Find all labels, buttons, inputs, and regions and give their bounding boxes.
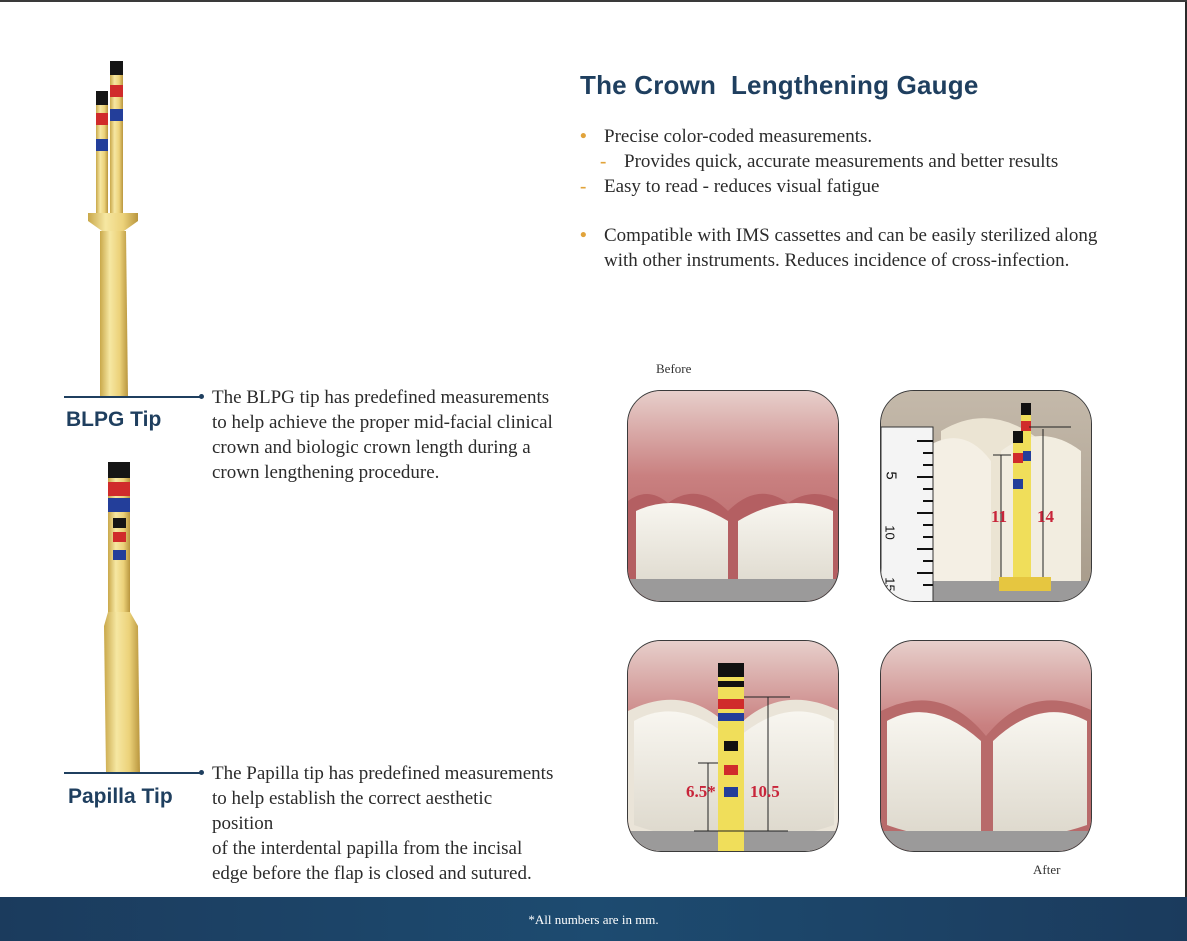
description-line: crown lengthening procedure. [212, 462, 440, 483]
measure-label-14: 14 [1037, 507, 1054, 526]
papilla-measurement-photo: 6.5* 10.5 [627, 640, 839, 852]
footnote: *All numbers are in mm. [528, 912, 659, 927]
feature-item: • Compatible with IMS cassettes and can … [580, 223, 1180, 273]
measure-label-11: 11 [991, 507, 1008, 526]
blpg-tip-label: BLPG Tip [66, 408, 162, 431]
feature-item: - Easy to read - reduces visual fatigue [580, 174, 1180, 199]
page-title: The Crown Lengthening Gauge [580, 70, 979, 100]
papilla-pointer-dot [199, 770, 204, 775]
papilla-pointer-line [64, 772, 202, 774]
ruler-label-10: 10 [882, 525, 898, 540]
feature-text: Precise color-coded measurements. [604, 126, 873, 147]
feature-item: • Precise color-coded measurements. [580, 124, 1180, 149]
papilla-tip-label: Papilla Tip [68, 785, 173, 808]
bullet-dash-icon: - [600, 151, 607, 172]
after-teeth-photo [880, 640, 1092, 852]
feature-text: Provides quick, accurate measurements an… [624, 151, 1059, 172]
measure-label-6-5: 6.5* [686, 782, 716, 801]
description-line: The Papilla tip has predefined measureme… [212, 763, 554, 784]
description-line: of the interdental papilla from the inci… [212, 838, 523, 859]
before-teeth-photo [627, 390, 839, 602]
blpg-pointer-dot [199, 394, 204, 399]
ruler-label-5: 5 [882, 471, 900, 480]
top-border [0, 0, 1187, 2]
description-line: to help establish the correct aesthetic … [212, 788, 493, 834]
papilla-tip-description: The Papilla tip has predefined measureme… [212, 761, 557, 886]
ruler-label-15: 15 [882, 577, 898, 592]
blpg-instrument-image [88, 61, 138, 397]
feature-text: Easy to read - reduces visual fatigue [604, 176, 880, 197]
feature-text: Compatible with IMS cassettes and can be… [604, 225, 1098, 246]
feature-text: with other instruments. Reduces incidenc… [604, 250, 1070, 271]
description-line: The BLPG tip has predefined measurements [212, 387, 550, 408]
blpg-tip-description: The BLPG tip has predefined measurements… [212, 385, 557, 485]
description-line: to help achieve the proper mid-facial cl… [212, 412, 553, 433]
feature-subitem: - Provides quick, accurate measurements … [580, 149, 1180, 174]
blpg-measurement-photo: 5 10 15 11 14 [880, 390, 1092, 602]
after-caption: After [1033, 862, 1061, 877]
description-line: crown and biologic crown length during a [212, 437, 531, 458]
papilla-instrument-image [104, 462, 140, 772]
bullet-dash-icon: - [580, 176, 587, 197]
measure-label-10-5: 10.5 [750, 782, 780, 801]
footer-bar [0, 897, 1187, 941]
description-line: edge before the flap is closed and sutur… [212, 863, 532, 884]
before-caption: Before [656, 361, 692, 376]
blpg-pointer-line [64, 396, 202, 398]
feature-list: • Precise color-coded measurements. - Pr… [580, 124, 1180, 273]
bullet-dot-icon: • [580, 225, 587, 246]
bullet-dot-icon: • [580, 126, 587, 147]
